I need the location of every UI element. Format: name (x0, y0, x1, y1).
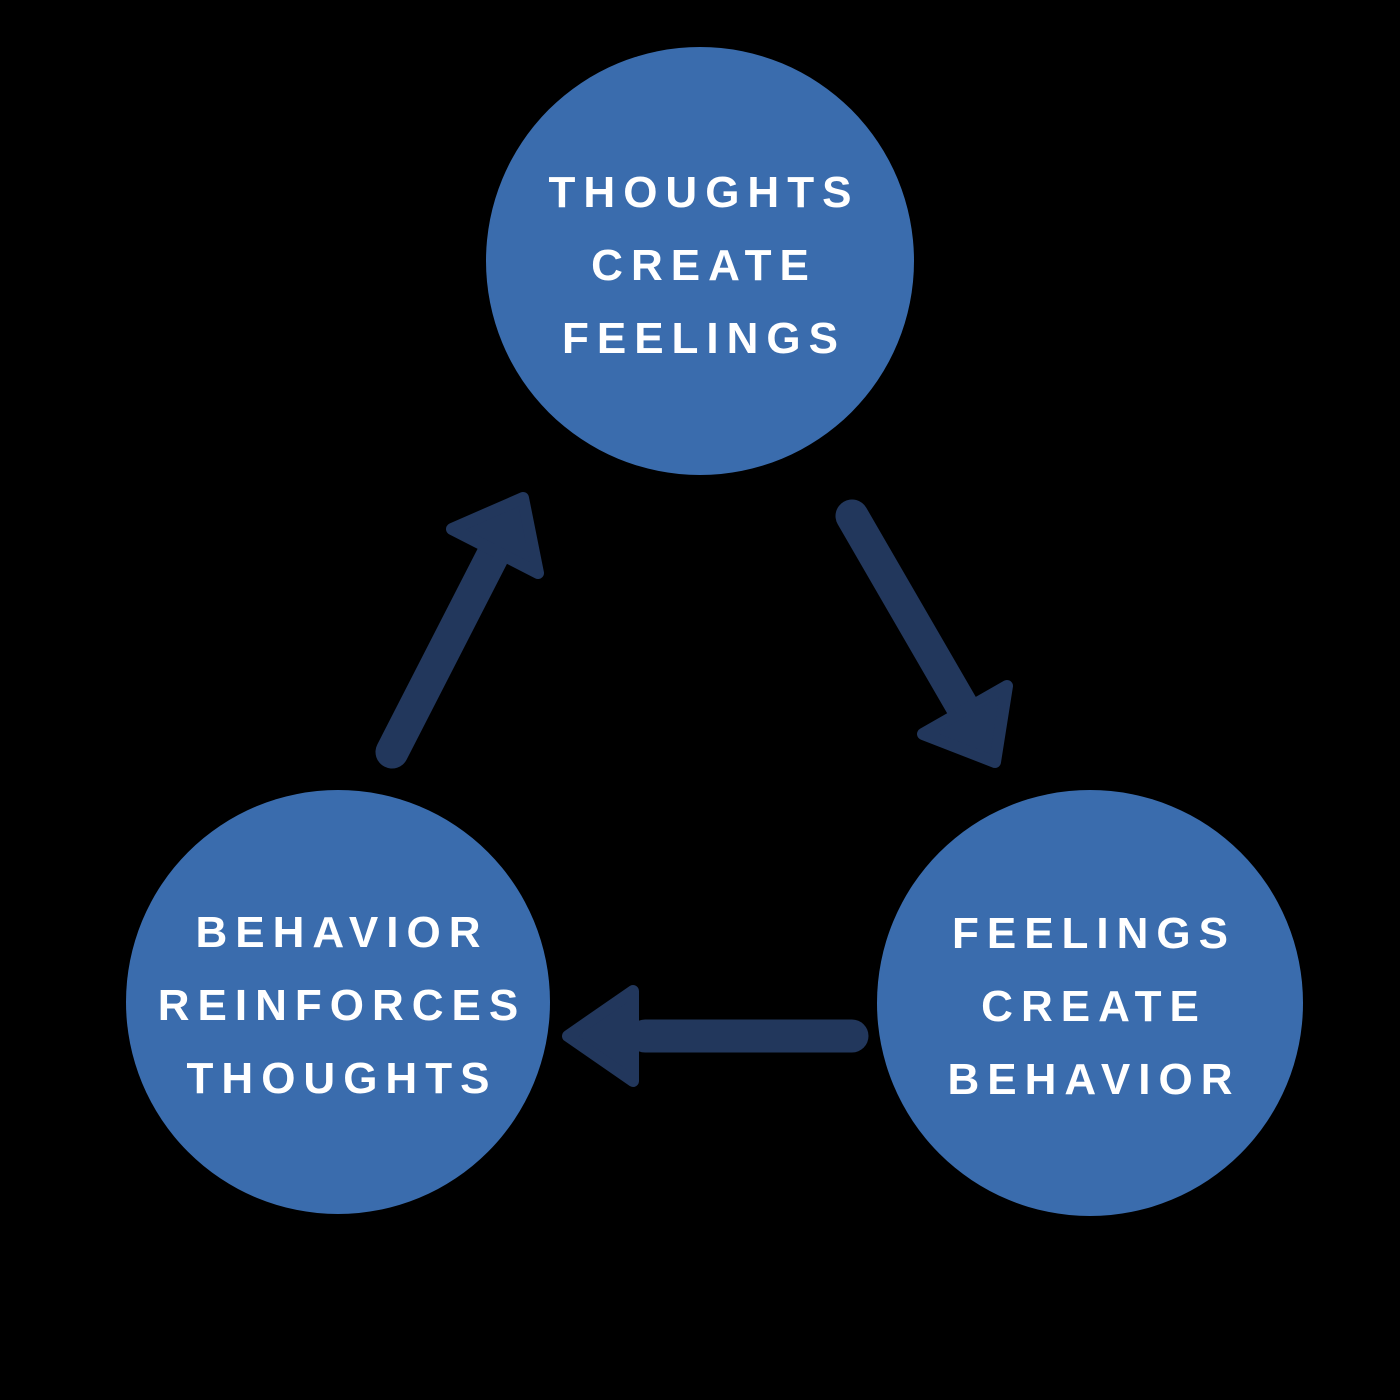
node-label-line: FEELINGS (952, 909, 1236, 958)
node-label-line: BEHAVIOR (196, 908, 489, 957)
arrow-head-icon (446, 492, 544, 579)
node-label-line: THOUGHTS (187, 1054, 498, 1103)
arrow-head-icon (917, 680, 1013, 768)
node-circle-feelings-create-behavior (877, 790, 1303, 1216)
arrow-feelings-to-behavior-icon (562, 985, 869, 1087)
node-label-line: BEHAVIOR (948, 1055, 1241, 1104)
node-label-line: REINFORCES (158, 981, 526, 1030)
node-label-line: FEELINGS (562, 314, 846, 363)
node-label-line: THOUGHTS (549, 168, 860, 217)
arrow-head-icon (562, 985, 639, 1087)
node-label-line: CREATE (591, 241, 817, 290)
arrow-behavior-to-thoughts-icon (375, 492, 544, 769)
arrow-thoughts-to-feelings-icon (835, 499, 1013, 768)
node-circle-thoughts-create-feelings (486, 47, 914, 475)
node-behavior-reinforces-thoughts: BEHAVIOR REINFORCES THOUGHTS (126, 790, 550, 1214)
arrow-shaft (835, 499, 979, 723)
node-feelings-create-behavior: FEELINGS CREATE BEHAVIOR (877, 790, 1303, 1216)
node-thoughts-create-feelings: THOUGHTS CREATE FEELINGS (486, 47, 914, 475)
arrow-shaft (375, 534, 512, 769)
node-label-line: CREATE (981, 982, 1207, 1031)
node-circle-behavior-reinforces-thoughts (126, 790, 550, 1214)
